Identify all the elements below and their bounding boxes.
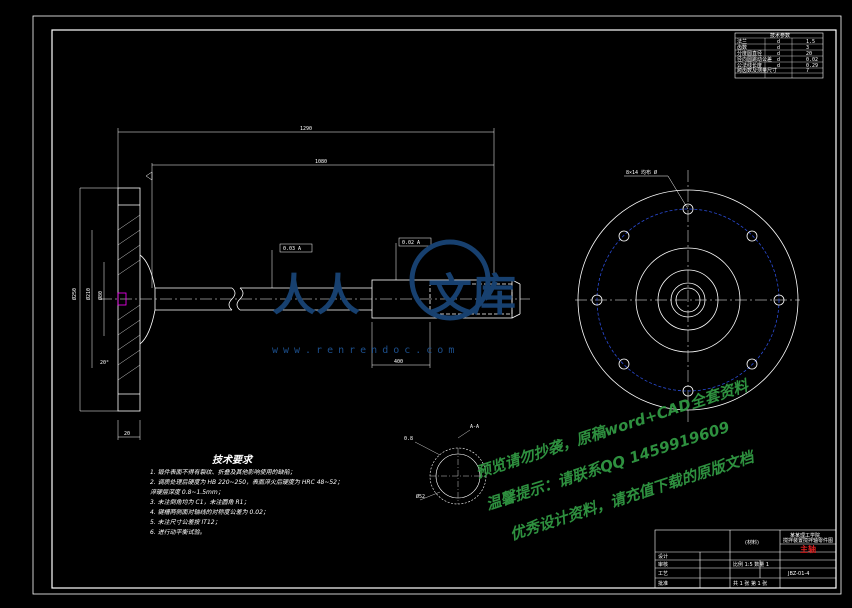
tech-req-item-2: 淬硬层深度 0.8~1.5mm；	[150, 488, 224, 496]
dim-flange-pcd: Ø210	[85, 288, 92, 300]
section-view	[414, 429, 487, 505]
title-block-role-1: 审核	[658, 561, 668, 568]
dim-shaft-seg: 400	[394, 359, 403, 365]
outer-border	[32, 15, 842, 595]
param-row-1-name: 齿数	[737, 44, 747, 51]
dim-flange-thk: 20	[124, 431, 130, 437]
param-row-3-name: 径向圆跳动公差	[737, 56, 772, 63]
title-block-role-0: 设计	[658, 553, 668, 560]
title-block-scale: 比例 1:5 数量 1	[733, 561, 769, 568]
param-row-1-sym: d	[777, 45, 780, 51]
flange-section-hatch	[117, 214, 141, 381]
tech-requirements-title: 技术要求	[212, 454, 254, 466]
param-row-0-sym: d	[777, 39, 780, 45]
title-block-material: (材料)	[745, 539, 759, 546]
gdt-frame-2: 0.02 A	[402, 240, 420, 246]
inner-border	[51, 29, 837, 589]
param-row-2-name: 分度圆直径	[737, 50, 762, 57]
watermark-logo-ring	[409, 239, 491, 321]
title-block-part: 主轴	[800, 544, 816, 554]
hole-callout: 8×14 均布 Ø	[626, 169, 657, 176]
bolt-circle-hidden	[596, 208, 780, 392]
tech-req-item-6: 6. 进行动平衡试验。	[150, 528, 206, 536]
param-row-4-val: 0.29	[806, 63, 818, 69]
tech-requirements: 技术要求 1. 锻件表面不得有裂纹、折叠及其他影响使用的缺陷； 2. 调质处理后…	[150, 454, 343, 536]
title-block-role-3: 批准	[658, 580, 668, 587]
param-row-2-val: 20	[806, 51, 812, 57]
bolt-hole	[746, 230, 758, 242]
param-row-0-val: 1.5	[806, 39, 815, 45]
param-table-header: 技术参数	[770, 32, 790, 39]
tech-req-item-3: 3. 未注倒角均为 C1，未注圆角 R1；	[150, 498, 249, 506]
gdt-frame-1: 0.03 A	[283, 246, 301, 252]
section-dim-1: 0.8	[404, 436, 413, 442]
section-label: A-A	[470, 424, 479, 430]
param-row-5-name: 跨齿数及测量尺寸	[737, 67, 777, 74]
tech-req-item-1: 2. 调质处理后硬度为 HB 220~250，表面淬火后硬度为 HRC 48~5…	[150, 478, 343, 486]
dim-flange-od: Ø250	[71, 288, 78, 300]
side-view	[575, 170, 800, 425]
dim-shaft-length: 1080	[315, 159, 327, 165]
param-row-3-sym: d	[777, 57, 780, 63]
tech-req-item-0: 1. 锻件表面不得有裂纹、折叠及其他影响使用的缺陷；	[150, 468, 296, 476]
watermark-logo: 人人 文库 www.renrendoc.com	[272, 239, 516, 356]
param-row-4-name: 公法线长度	[737, 62, 762, 69]
bolt-hole	[618, 358, 630, 370]
param-row-2-sym: d	[777, 51, 780, 57]
title-block-role-2: 工艺	[658, 571, 668, 577]
bolt-hole	[746, 358, 758, 370]
param-row-4-sym: d	[777, 63, 780, 69]
watermark-logo-left: 人人	[272, 270, 360, 321]
title-block-school: 某某理工学院	[790, 532, 820, 539]
dim-hub-d: Ø80	[97, 291, 104, 300]
section-dim-0: Ø52	[416, 493, 425, 500]
dim-chamfer: 20°	[100, 360, 109, 366]
bolt-hole	[682, 203, 694, 215]
param-table: 技术参数 法兰 d 1.5 齿数 d 3 分度圆直径 d 20 径向圆跳动公差 …	[734, 32, 824, 79]
title-block-drawing-name: 搅拌装置搅拌轴零件图	[783, 537, 833, 544]
title-block-sheet: 共 1 张 第 1 张	[733, 580, 767, 587]
flange-bore-hatch	[117, 292, 127, 306]
bolt-hole	[682, 385, 694, 397]
front-view	[79, 128, 530, 440]
param-row-5-val: 7	[806, 68, 809, 74]
param-row-3-val: 0.02	[806, 57, 818, 63]
dim-overall-length: 1290	[300, 126, 312, 132]
param-row-1-val: 3	[806, 45, 809, 51]
watermark-logo-right: 文库	[428, 270, 516, 321]
watermark-url: www.renrendoc.com	[272, 345, 459, 356]
bolt-hole	[618, 230, 630, 242]
tech-req-item-5: 5. 未注尺寸公差按 IT12；	[150, 518, 221, 526]
title-block	[654, 529, 837, 589]
bolt-hole	[591, 294, 603, 306]
bolt-hole	[773, 294, 785, 306]
tech-req-item-4: 4. 键槽两侧面对轴线的对称度公差为 0.02；	[150, 508, 269, 516]
param-row-0-name: 法兰	[737, 38, 747, 45]
title-block-drawing-no: JBZ-01-4	[787, 571, 809, 577]
